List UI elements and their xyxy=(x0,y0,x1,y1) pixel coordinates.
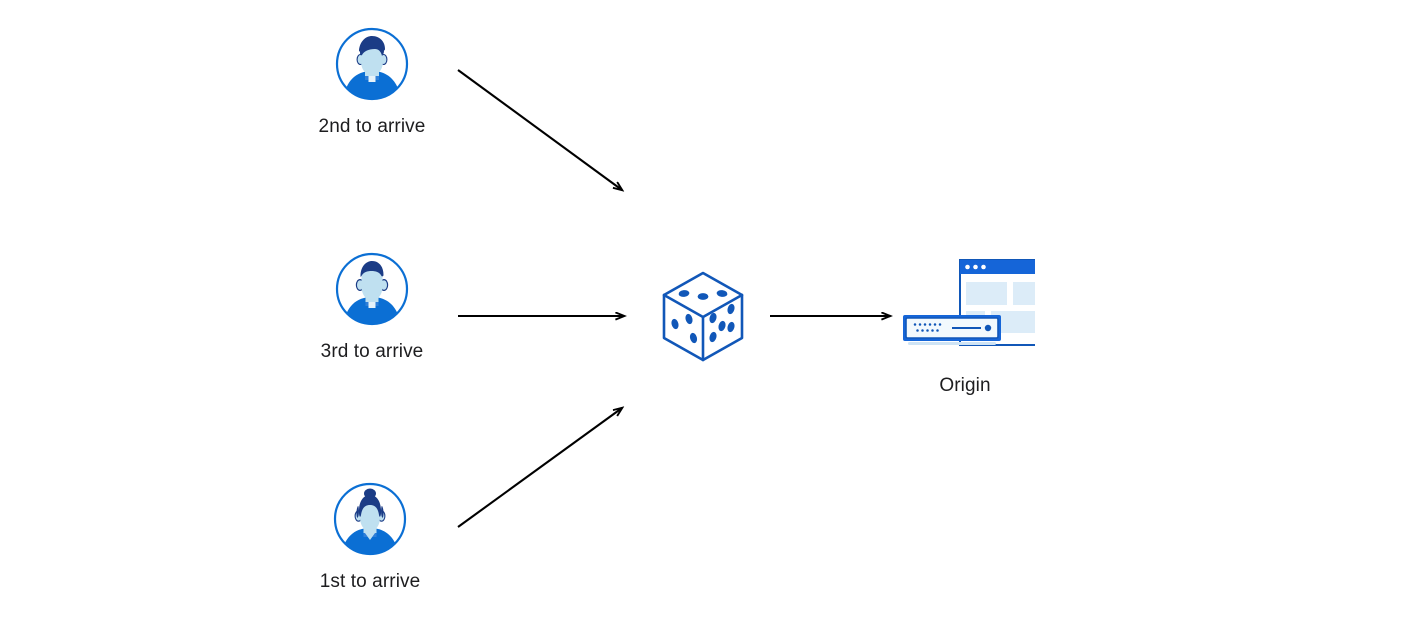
arrow-2nd-to-dice xyxy=(457,69,622,190)
node-label-visitor-3rd: 3rd to arrive xyxy=(320,341,424,362)
server-device-icon xyxy=(903,315,1001,345)
node-label-origin: Origin xyxy=(939,375,991,396)
node-visitor-2nd[interactable]: 2nd to arrive xyxy=(292,26,452,138)
user-avatar-icon xyxy=(334,251,410,327)
arrow-1st-to-dice xyxy=(457,408,622,528)
node-label-visitor-2nd: 2nd to arrive xyxy=(318,116,426,137)
node-visitor-3rd[interactable]: 3rd to arrive xyxy=(292,251,452,363)
node-randomizer[interactable] xyxy=(657,268,747,369)
dice-icon xyxy=(657,268,747,369)
node-visitor-1st[interactable]: 1st to arrive xyxy=(290,481,450,593)
node-origin[interactable]: Origin xyxy=(865,256,1065,397)
user-avatar-icon xyxy=(332,481,408,557)
user-avatar-icon xyxy=(334,26,410,102)
origin-server-icon xyxy=(895,256,1061,361)
node-label-visitor-1st: 1st to arrive xyxy=(319,571,421,592)
